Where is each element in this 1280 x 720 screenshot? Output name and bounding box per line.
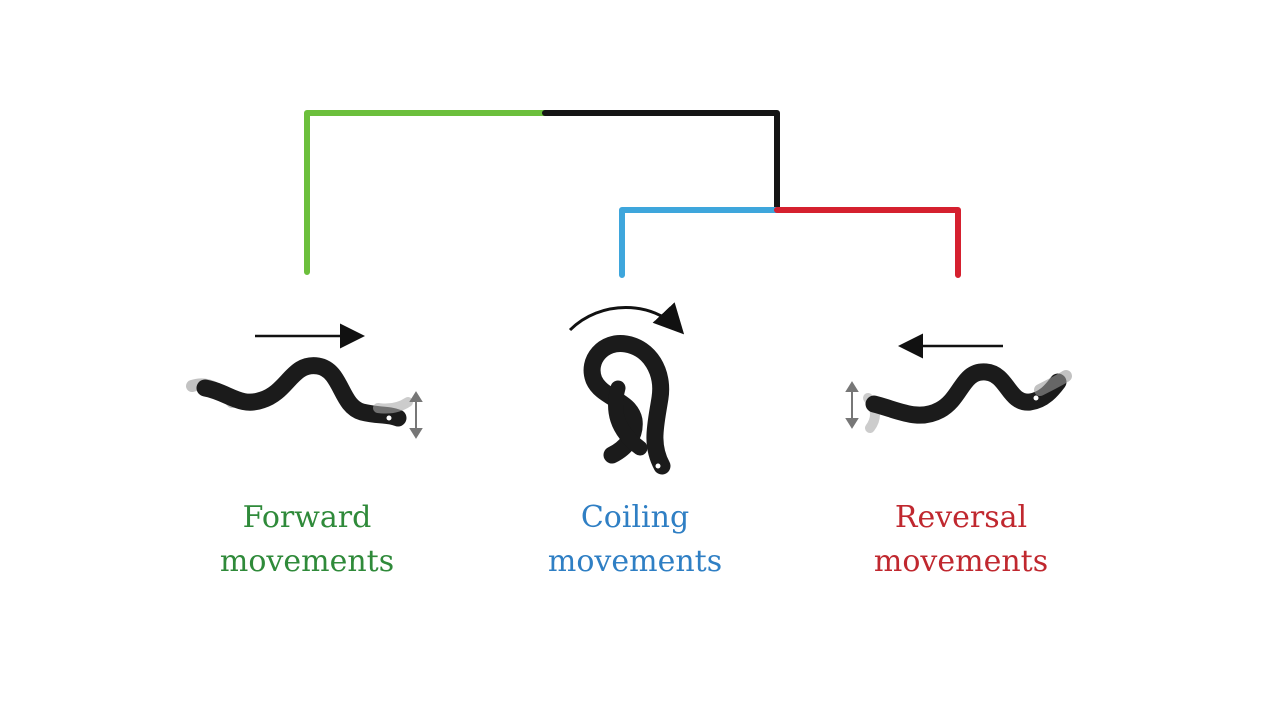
reversal-branch: [774, 207, 961, 278]
dendrogram-tree: [304, 110, 961, 278]
forward-branch: [304, 110, 548, 275]
reversal-movements-label: Reversal movements: [831, 496, 1091, 584]
reversal-label-line2: movements: [873, 544, 1049, 579]
head-swing-icon: [409, 391, 423, 439]
reversal-worm-body: [865, 363, 1067, 424]
reversal-worm-illustration: [845, 333, 1072, 433]
coiling-worm-illustration: [568, 302, 685, 475]
coiling-movements-label: Coiling movements: [505, 496, 765, 584]
forward-worm-illustration: [186, 323, 423, 439]
forward-label-line1: Forward: [242, 500, 372, 535]
forward-worm-tail-blur: [373, 397, 413, 414]
head-swing-icon: [845, 381, 859, 429]
coiling-worm-loop: [608, 380, 648, 456]
coiling-label-line1: Coiling: [580, 500, 690, 535]
forward-label-line2: movements: [219, 544, 395, 579]
reversal-label-line1: Reversal: [894, 500, 1028, 535]
forward-movements-label: Forward movements: [177, 496, 437, 584]
coiling-branch: [619, 207, 780, 278]
forward-worm-body: [196, 357, 407, 427]
reversal-worm-shadow: [1034, 370, 1072, 396]
coiling-worm-head-spot: [655, 463, 661, 469]
coiling-label-line2: movements: [547, 544, 723, 579]
coiling-rotation-arrow: [568, 302, 685, 335]
forward-worm-head-spot: [386, 415, 392, 421]
root-branch: [542, 110, 780, 213]
coiling-worm-body: [583, 335, 671, 475]
reversal-worm-head-spot: [1033, 395, 1039, 401]
